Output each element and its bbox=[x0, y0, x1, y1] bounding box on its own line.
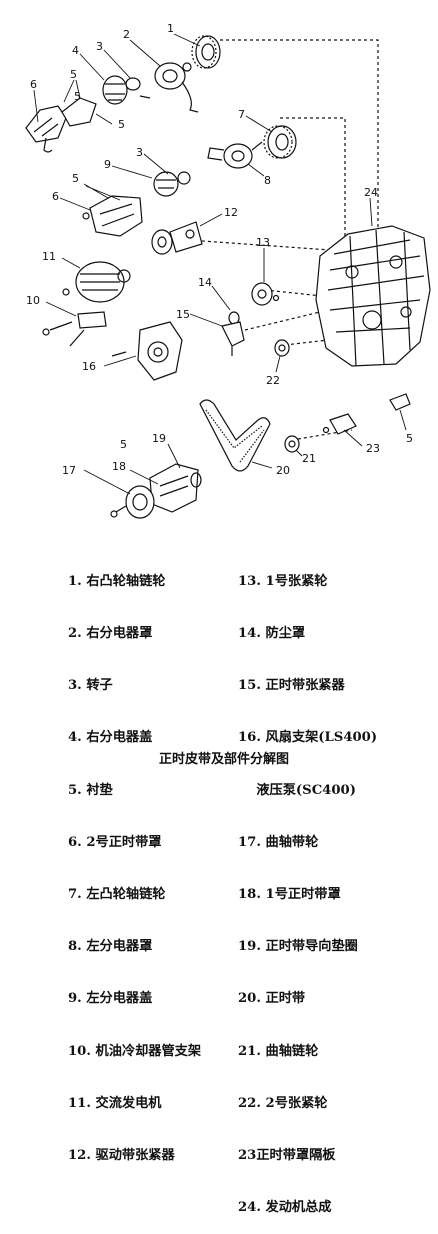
drive-belt-tensioner bbox=[151, 221, 203, 255]
right-distributor-cap bbox=[102, 75, 151, 105]
no2-timing-belt-cover-lower bbox=[82, 195, 143, 237]
parts-legend-left: 1. 右凸轮轴链轮 2. 右分电器罩 3. 转子 4. 右分电器盖 5. 衬垫 … bbox=[68, 538, 201, 1182]
timing-belt-cover-plate bbox=[322, 413, 357, 435]
callout-14: 14 bbox=[198, 276, 212, 289]
gasket-right bbox=[389, 393, 411, 411]
legend-item: 12. 驱动带张紧器 bbox=[68, 1148, 175, 1164]
crankshaft-sprocket bbox=[284, 435, 300, 453]
callout-1: 1 bbox=[167, 22, 174, 35]
callout-15: 15 bbox=[176, 308, 190, 321]
legend-item: 液压泵(SC400) bbox=[238, 782, 356, 798]
callout-22: 22 bbox=[266, 374, 280, 387]
legend-item: 5. 衬垫 bbox=[68, 782, 113, 798]
legend-item: 8. 左分电器罩 bbox=[68, 939, 153, 955]
no1-timing-belt-cover bbox=[149, 463, 202, 513]
callout-6: 6 bbox=[30, 78, 37, 91]
legend-item: 10. 机油冷却器管支架 bbox=[68, 1043, 202, 1059]
legend-item: 9. 左分电器盖 bbox=[68, 991, 153, 1007]
callout-16: 16 bbox=[82, 360, 96, 373]
left-distributor-cap bbox=[153, 171, 191, 197]
legend-item: 22. 2号张紧轮 bbox=[238, 1095, 328, 1111]
crankshaft-pulley bbox=[110, 485, 155, 519]
callout-12: 12 bbox=[224, 206, 238, 219]
callout-18: 18 bbox=[112, 460, 126, 473]
no2-idler-pulley bbox=[274, 339, 290, 357]
legend-item: 21. 曲轴链轮 bbox=[238, 1043, 319, 1059]
callout-17: 17 bbox=[62, 464, 76, 477]
legend-item: 24. 发动机总成 bbox=[238, 1200, 332, 1216]
legend-item: 18. 1号正时带罩 bbox=[238, 887, 341, 903]
legend-item: 23正时带罩隔板 bbox=[238, 1148, 336, 1164]
callout-11: 11 bbox=[42, 250, 56, 263]
parts-legend-right: 13. 1号张紧轮 14. 防尘罩 15. 正时带张紧器 16. 风扇支架(LS… bbox=[238, 538, 377, 1234]
callout-9: 9 bbox=[104, 158, 111, 171]
callout-2: 2 bbox=[123, 28, 130, 41]
callout-19: 19 bbox=[152, 432, 166, 445]
legend-item: 4. 右分电器盖 bbox=[68, 730, 153, 746]
callout-6b: 6 bbox=[52, 190, 59, 203]
oil-cooler-pipe-bracket bbox=[42, 311, 107, 347]
callout-5c: 5 bbox=[118, 118, 125, 131]
callout-5b: 5 bbox=[74, 90, 81, 103]
legend-item: 1. 右凸轮轴链轮 bbox=[68, 573, 166, 589]
callout-8: 8 bbox=[264, 174, 271, 187]
legend-item: 17. 曲轴带轮 bbox=[238, 834, 319, 850]
callout-21: 21 bbox=[302, 452, 316, 465]
right-camshaft-sprocket bbox=[191, 35, 221, 69]
alternator bbox=[62, 261, 131, 303]
gasket-upper bbox=[61, 97, 97, 127]
callout-24: 24 bbox=[364, 186, 378, 199]
callout-23: 23 bbox=[366, 442, 380, 455]
left-camshaft-sprocket bbox=[263, 125, 297, 159]
callout-3: 3 bbox=[96, 40, 103, 53]
legend-item: 15. 正时带张紧器 bbox=[238, 678, 345, 694]
timing-belt bbox=[199, 399, 271, 472]
engine-assembly bbox=[315, 225, 431, 367]
timing-belt-tensioner bbox=[221, 321, 245, 356]
callout-5: 5 bbox=[70, 68, 77, 81]
fan-bracket bbox=[111, 321, 183, 381]
legend-item: 14. 防尘罩 bbox=[238, 626, 306, 642]
legend-item: 11. 交流发电机 bbox=[68, 1095, 162, 1111]
legend-item: 7. 左凸轮轴链轮 bbox=[68, 887, 166, 903]
callout-5f: 5 bbox=[406, 432, 413, 445]
no1-idler-pulley bbox=[251, 282, 280, 306]
callout-numbers: 1 2 3 4 5 6 5 5 7 8 3 9 5 6 12 24 13 11 … bbox=[26, 22, 413, 477]
legend-item: 13. 1号张紧轮 bbox=[238, 573, 328, 589]
no2-timing-belt-cover-upper bbox=[25, 105, 67, 153]
figure-caption: 正时皮带及部件分解图 bbox=[0, 748, 438, 767]
legend-item: 20. 正时带 bbox=[238, 991, 306, 1007]
callout-3b: 3 bbox=[136, 146, 143, 159]
callout-7: 7 bbox=[238, 108, 245, 121]
legend-item: 2. 右分电器罩 bbox=[68, 626, 153, 642]
callout-20: 20 bbox=[276, 464, 290, 477]
legend-item: 16. 风扇支架(LS400) bbox=[238, 730, 378, 746]
callout-5d: 5 bbox=[72, 172, 79, 185]
figure-caption-text: 正时皮带及部件分解图 bbox=[158, 752, 289, 767]
callout-13: 13 bbox=[256, 236, 270, 249]
exploded-parts-diagram: 1 2 3 4 5 6 5 5 7 8 3 9 5 6 12 24 13 11 … bbox=[25, 22, 431, 519]
right-distributor-housing bbox=[154, 62, 199, 113]
legend-item: 3. 转子 bbox=[68, 678, 113, 694]
callout-5e: 5 bbox=[120, 438, 127, 451]
legend-item: 6. 2号正时带罩 bbox=[68, 834, 162, 850]
legend-item: 19. 正时带导向垫圈 bbox=[238, 939, 358, 955]
callout-4: 4 bbox=[72, 44, 79, 57]
left-distributor-housing bbox=[207, 141, 263, 169]
leader-lines bbox=[33, 33, 407, 495]
callout-10: 10 bbox=[26, 294, 40, 307]
